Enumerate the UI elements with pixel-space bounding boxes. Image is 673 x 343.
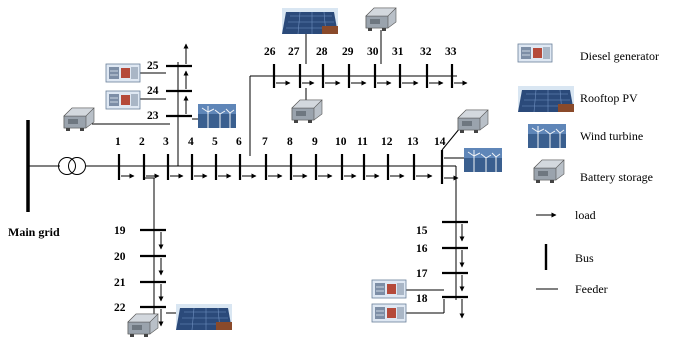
diesel-generator-icon-bus-18	[371, 303, 407, 323]
battery-storage-icon-bus-30	[365, 7, 397, 32]
diesel-generator-icon-bus-17	[371, 279, 407, 299]
main-feeder-buses	[117, 150, 444, 184]
bus-5-label: 5	[212, 136, 218, 148]
bus-7-label: 7	[262, 136, 268, 148]
battery-storage-icon-bus-23	[63, 107, 95, 132]
bus-25-label: 25	[147, 60, 159, 72]
bus-15-label: 15	[416, 225, 428, 237]
legend-pv-icon	[517, 85, 575, 113]
diesel-generator-icon-bus-25	[105, 63, 141, 83]
legend-wind-label: Wind turbine	[580, 129, 643, 143]
bus-29-label: 29	[342, 46, 354, 58]
bus-33-label: 33	[445, 46, 457, 58]
bus-6-label: 6	[236, 136, 242, 148]
legend-diesel-label: Diesel generator	[580, 49, 659, 63]
legend-pv-label: Rooftop PV	[580, 91, 638, 105]
bus-1-label: 1	[115, 136, 121, 148]
bus-32-label: 32	[420, 46, 432, 58]
bus-31-label: 31	[392, 46, 404, 58]
bus-3-label: 3	[163, 136, 169, 148]
bus-16-label: 16	[416, 243, 428, 255]
bus-21-label: 21	[114, 277, 126, 289]
legend-load-label: load	[575, 208, 596, 222]
bus-9-label: 9	[312, 136, 318, 148]
bus-26-label: 26	[264, 46, 276, 58]
bus-10-label: 10	[335, 136, 347, 148]
bus-11-label: 11	[357, 136, 368, 148]
branch-23-buses	[166, 64, 192, 118]
branch-15-buses	[442, 220, 468, 299]
bus-12-label: 12	[381, 136, 393, 148]
wind-turbine-icon-bus-14	[463, 147, 503, 173]
bus-4-label: 4	[188, 136, 194, 148]
main-grid-label: Main grid	[8, 225, 60, 239]
transformer-coil-1	[58, 157, 76, 175]
bus-28-label: 28	[316, 46, 328, 58]
bus-27-label: 27	[288, 46, 300, 58]
bus-18-label: 18	[416, 293, 428, 305]
bus-17-label: 17	[416, 268, 428, 280]
branch-19-buses	[140, 228, 166, 309]
rooftop-pv-icon-bus-22	[175, 303, 233, 331]
diesel-generator-icon-bus-24	[105, 90, 141, 110]
legend: Diesel generator Rooftop PV Wind turbine…	[517, 43, 659, 296]
transformer-coil-2	[68, 157, 86, 175]
battery-storage-icon-bus-27	[291, 99, 323, 124]
wind-turbine-icon-bus-23	[197, 103, 237, 129]
bus-8-label: 8	[287, 136, 293, 148]
bus-13-label: 13	[407, 136, 419, 148]
legend-bus-label: Bus	[575, 251, 594, 265]
bus-23-label: 23	[147, 110, 159, 122]
bus-30-label: 30	[367, 46, 379, 58]
bus-24-label: 24	[147, 85, 159, 97]
battery-storage-icon-bus-14	[457, 109, 489, 134]
rooftop-pv-icon-bus-27	[281, 7, 339, 35]
bus-20-label: 20	[114, 251, 126, 263]
bus-22-label: 22	[114, 302, 126, 314]
legend-diesel-icon	[517, 43, 553, 63]
battery-storage-icon-bus-22	[127, 313, 159, 338]
legend-feeder-label: Feeder	[575, 282, 608, 296]
bus-14-label: 14	[434, 136, 446, 148]
main-feeder-loads	[121, 173, 459, 181]
legend-battery-label: Battery storage	[580, 170, 653, 184]
branch-26-buses	[272, 64, 454, 88]
battery-14-link	[441, 127, 461, 151]
legend-battery-icon	[533, 159, 565, 184]
bus-19-label: 19	[114, 225, 126, 237]
legend-wind-icon	[527, 123, 567, 149]
bus-2-label: 2	[139, 136, 145, 148]
